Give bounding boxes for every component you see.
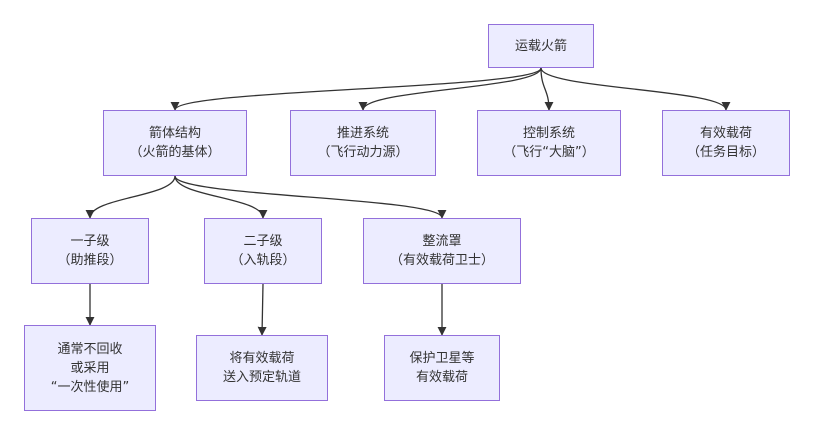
edge-rocket-to-structure [170, 67, 542, 111]
node-stage1-line-1: 一子级 [70, 234, 110, 249]
node-control-line-2: （飞行“大脑”） [503, 145, 595, 160]
node-stage1: 一子级 （助推段） [31, 218, 149, 284]
node-payload-line-1: 有效载荷 [699, 126, 752, 141]
node-control-line-1: 控制系统 [522, 126, 575, 141]
node-propulsion-line-2: （飞行动力源） [317, 145, 409, 160]
node-stage2-line-1: 二子级 [243, 234, 283, 249]
node-stage2-note: 将有效载荷 送入预定轨道 [196, 335, 328, 401]
edge-rocket-to-payload [540, 67, 731, 111]
node-propulsion-line-1: 推进系统 [336, 126, 389, 141]
node-rocket-line-1: 运载火箭 [514, 38, 567, 54]
node-stage1-line-2: （助推段） [57, 253, 123, 268]
node-stage1-note-line-3: “一次性使用” [50, 379, 130, 395]
node-structure-line-1: 箭体结构 [148, 126, 201, 141]
node-structure-line-2: （火箭的基体） [129, 145, 221, 160]
node-control: 控制系统 （飞行“大脑”） [477, 110, 621, 176]
node-structure: 箭体结构 （火箭的基体） [103, 110, 247, 176]
edge-structure-to-stage2 [174, 175, 268, 219]
node-fairing-note-line-2: 有效载荷 [415, 370, 468, 385]
node-stage1-note: 通常不回收 或采用 “一次性使用” [24, 325, 156, 411]
node-payload-line-2: （任务目标） [686, 145, 765, 160]
node-stage2: 二子级 （入轨段） [204, 218, 322, 284]
node-fairing-line-2: （有效载荷卫士） [389, 253, 494, 268]
edge-structure-to-stage1 [85, 175, 176, 219]
edge-structure-to-fairing [174, 175, 447, 219]
node-stage2-note-line-1: 将有效载荷 [229, 351, 295, 366]
node-payload: 有效载荷 （任务目标） [662, 110, 790, 176]
node-stage1-note-line-2: 或采用 [70, 360, 110, 376]
node-stage1-note-line-1: 通常不回收 [57, 341, 123, 357]
node-fairing-note: 保护卫星等 有效载荷 [384, 335, 500, 401]
edge-rocket-to-control [540, 67, 554, 111]
node-rocket: 运载火箭 [488, 24, 594, 68]
edge-rocket-to-propulsion [358, 67, 542, 111]
edge-stage2-to-stage2_note [257, 283, 267, 336]
node-fairing: 整流罩 （有效载荷卫士） [363, 218, 521, 284]
node-fairing-note-line-1: 保护卫星等 [409, 351, 475, 366]
node-propulsion: 推进系统 （飞行动力源） [290, 110, 436, 176]
node-fairing-line-1: 整流罩 [422, 234, 462, 249]
node-stage2-line-2: （入轨段） [230, 253, 296, 268]
node-stage2-note-line-2: 送入预定轨道 [222, 370, 301, 385]
